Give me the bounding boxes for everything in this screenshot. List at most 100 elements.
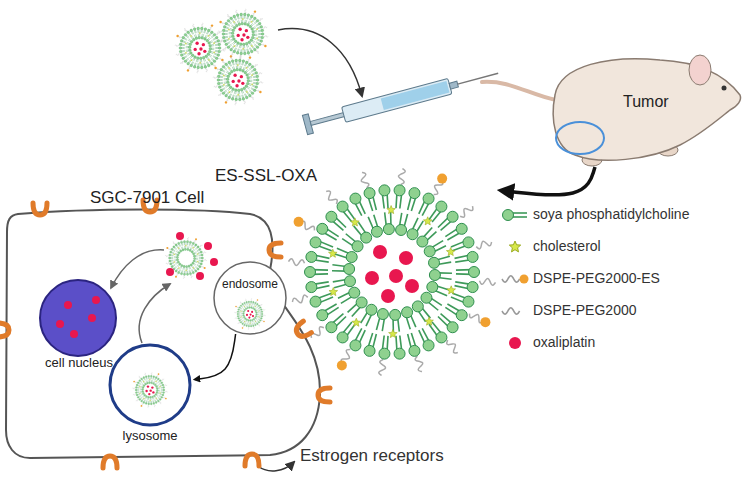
lipid-head [193, 258, 195, 260]
peg-chain [240, 55, 242, 59]
oxaliplatin-dot [199, 47, 202, 50]
mouse-node: Tumor [545, 55, 745, 167]
lipid-head [233, 27, 236, 30]
lipid-head [244, 23, 247, 26]
lipid-head [256, 79, 259, 82]
lipid-head [192, 242, 194, 244]
lipid-head [161, 396, 163, 398]
release-arrow [139, 284, 170, 343]
estrogen-receptor [318, 388, 330, 402]
lipid-head [261, 33, 264, 36]
lipid-head [232, 29, 235, 32]
peg-chain [254, 64, 257, 67]
lipid-head [242, 303, 244, 305]
lipid-head [175, 270, 177, 272]
lipid-head [447, 211, 458, 222]
lipid-head [230, 48, 233, 51]
oxaliplatin-dot [240, 75, 243, 78]
lipid-head [191, 251, 193, 253]
lipid-head [182, 36, 185, 39]
lipid-head [139, 398, 141, 400]
cholesterol [255, 321, 256, 322]
cholesterol [155, 381, 156, 382]
lipid-head [258, 22, 261, 25]
lipid-head [197, 27, 200, 30]
lipid-head [396, 224, 407, 235]
lipid-head [142, 387, 144, 389]
oxaliplatin-dot [152, 391, 154, 393]
es-ligand [294, 217, 304, 227]
lipid-head [250, 301, 252, 303]
cholesterol [192, 247, 194, 249]
lipid-head [247, 307, 249, 309]
lipid-head [246, 74, 249, 77]
syringe [302, 64, 500, 135]
lipid-head [467, 282, 478, 293]
oxaliplatin-dot [240, 38, 243, 41]
cholesterol [242, 18, 244, 20]
oxaliplatin-dot [405, 279, 419, 293]
lipid-head [252, 33, 255, 36]
lipid-tail [239, 317, 241, 319]
peg-chain [187, 237, 188, 240]
lipid-head [231, 32, 234, 35]
lipid-head [228, 73, 231, 76]
es-ligand [204, 267, 206, 269]
lipid-head [189, 249, 191, 251]
lipid-head [193, 260, 195, 262]
peg-chain [326, 191, 337, 204]
cholesterol [199, 32, 201, 34]
es-ligand [263, 321, 265, 323]
lipid-head [394, 348, 405, 359]
peg-chain [480, 278, 496, 285]
lipid-head [175, 244, 177, 246]
lipid-head [189, 49, 192, 52]
oxaliplatin-dot [248, 317, 250, 319]
lipid-head [228, 96, 231, 99]
lipid-head [136, 394, 138, 396]
peg-chain [164, 385, 167, 386]
oxaliplatin-dot [246, 314, 248, 316]
lipid-head [195, 37, 198, 40]
lipid-head [189, 43, 192, 46]
lipid-head [204, 66, 207, 69]
peg-chain [249, 54, 251, 58]
lipid-head [135, 387, 137, 389]
lipid-head [243, 87, 246, 90]
cholesterol [213, 51, 215, 53]
lipid-head [162, 394, 164, 396]
lipid-head [250, 325, 252, 327]
cholesterol [213, 42, 215, 44]
lipid-head [238, 309, 240, 311]
lipid-head [228, 61, 231, 64]
lipid-head [246, 301, 248, 303]
cholesterol [256, 28, 258, 30]
es-ligand [242, 327, 244, 329]
peg-chain [206, 68, 208, 72]
lipid-head [253, 68, 256, 71]
peg-chain [222, 61, 225, 64]
oxaliplatin-dot [195, 42, 198, 45]
lipid-head [148, 396, 150, 398]
lipid-head [195, 244, 197, 246]
lipid-head [199, 266, 201, 268]
lipid-head [190, 64, 193, 67]
lipid-head [184, 248, 186, 250]
lipid-head [423, 193, 434, 204]
injection-arrow [278, 29, 362, 96]
lipid-head [206, 39, 209, 42]
oxaliplatin-dot [237, 79, 240, 82]
cholesterol [178, 267, 180, 269]
lipid-head [141, 400, 143, 402]
lipid-head [222, 65, 225, 68]
lipid-head [183, 273, 185, 275]
lipid-head [207, 64, 210, 67]
lipid-head [409, 188, 420, 199]
lipid-head [217, 75, 220, 78]
lipid-head [436, 332, 447, 343]
cholesterol [244, 306, 245, 307]
cholesterol [185, 43, 187, 45]
lipid-head [249, 63, 252, 66]
lipid-head [208, 50, 211, 53]
oxaliplatin-dot [399, 251, 413, 265]
